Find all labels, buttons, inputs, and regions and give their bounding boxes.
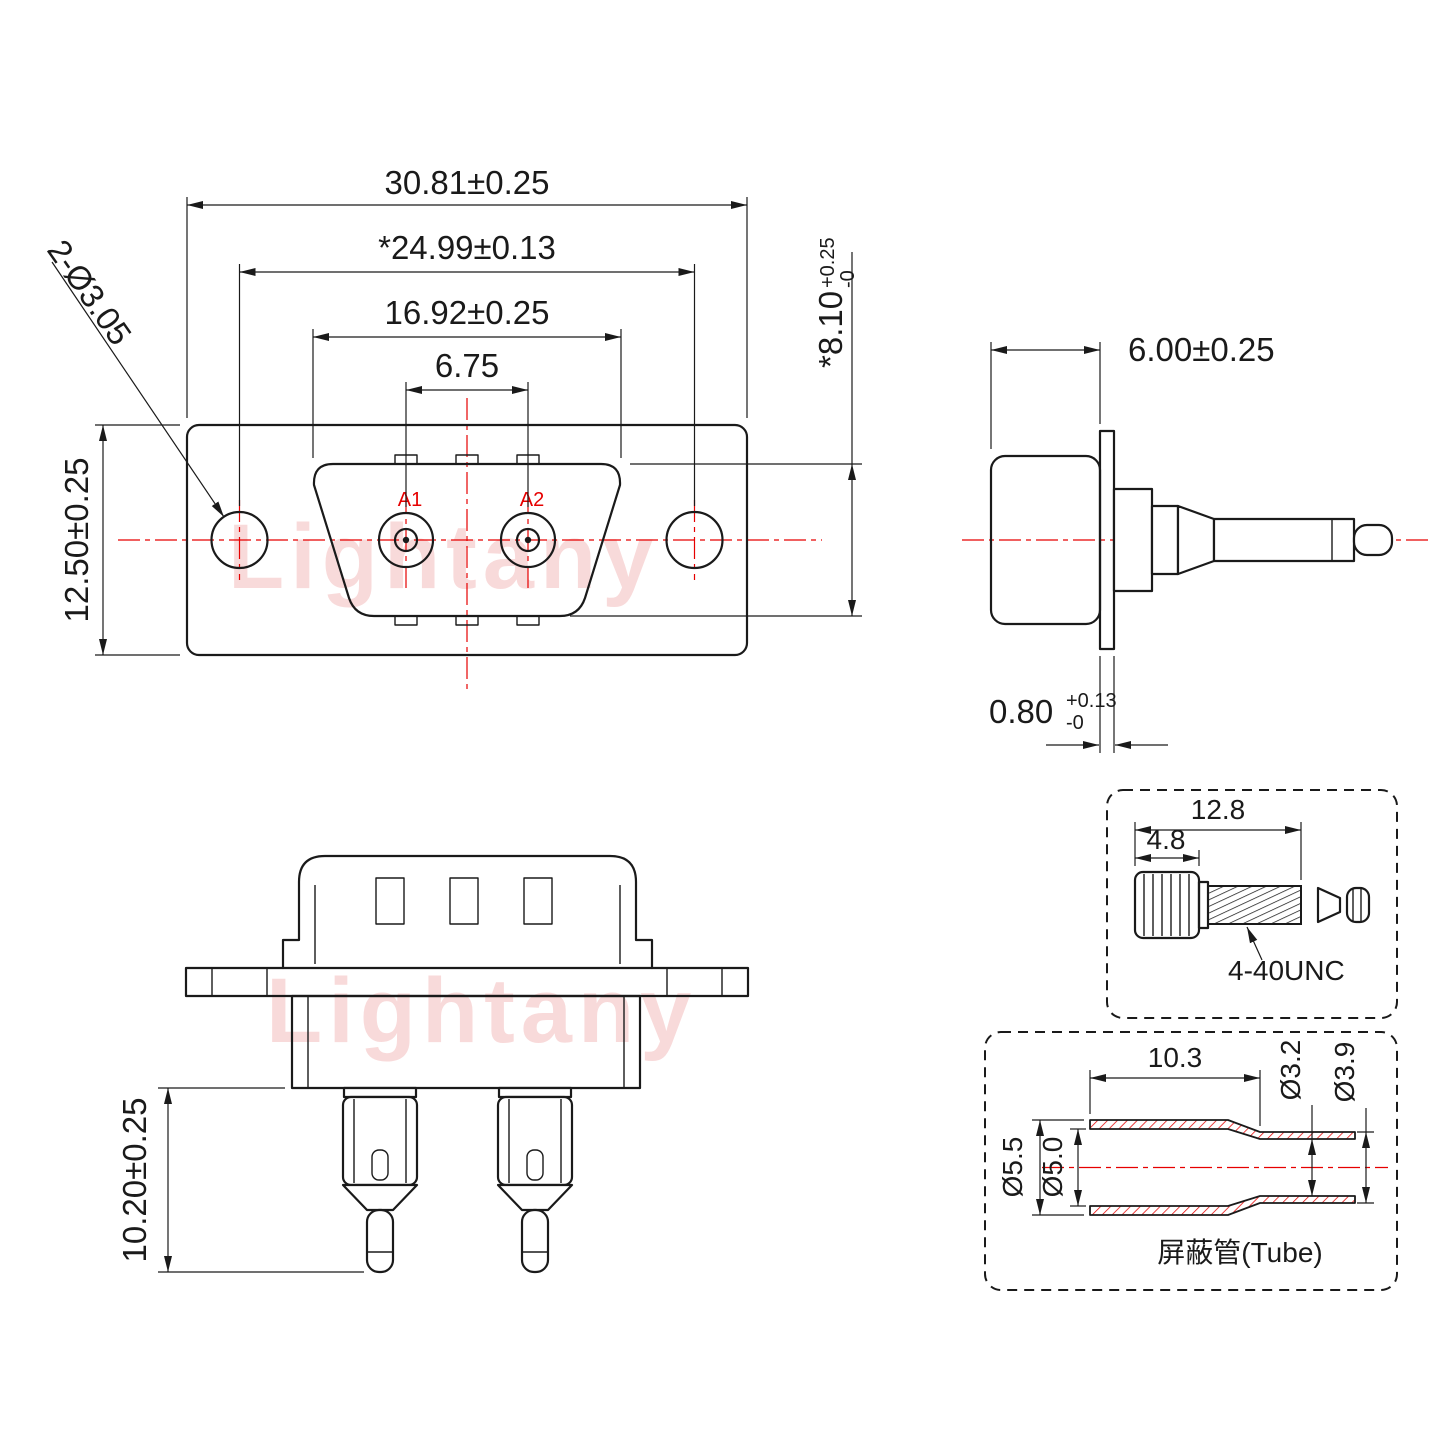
dim-depth: 6.00±0.25 xyxy=(990,331,1275,449)
tube-wall-bottom xyxy=(1089,1195,1356,1216)
dim-tube-inner-small: Ø3.2 xyxy=(1275,1040,1316,1196)
dim-plate-height: 12.50±0.25 xyxy=(58,424,180,656)
dim-mount-spacing: *24.99±0.13 xyxy=(238,229,696,506)
dim-shell-height: *8.10 +0.25 -0 xyxy=(570,237,862,617)
thread-spec-text: 4-40UNC xyxy=(1228,955,1345,986)
dim-overall-width: 30.81±0.25 xyxy=(186,164,748,418)
dim-shell-width: 16.92±0.25 xyxy=(312,294,622,458)
screw-head-knurl xyxy=(1143,874,1190,936)
dim-tube-inner-large: Ø5.0 xyxy=(1037,1128,1086,1207)
dim-text-shell-height: *8.10 xyxy=(812,291,849,368)
mounting-plate-outline xyxy=(185,423,749,657)
coax-contact-a1 xyxy=(377,511,435,569)
dim-text-shell-height-tol-lower: -0 xyxy=(837,270,859,288)
thread-spec-callout: 4-40UNC xyxy=(1228,926,1345,986)
screw-detail-box: 12.8 4.8 4-40UNC xyxy=(1106,789,1398,1019)
watermark-text: Lightany xyxy=(228,506,659,608)
dim-text-screw-head-length: 4.8 xyxy=(1147,824,1186,855)
watermark-text: Lightany xyxy=(266,960,697,1062)
pin-label-a2: A2 xyxy=(520,489,544,511)
dim-text-depth: 6.00±0.25 xyxy=(1128,331,1275,368)
dim-text-pin-spacing: 6.75 xyxy=(435,347,499,384)
screw-detail-border xyxy=(1106,789,1398,1019)
rear-view: 10.20±0.25 xyxy=(116,854,750,1274)
dim-solder-cup-height: 10.20±0.25 xyxy=(116,1087,364,1273)
tube-wall-top xyxy=(1089,1119,1356,1140)
side-barrel xyxy=(1212,517,1356,563)
dim-text-tube-inner-large: Ø5.0 xyxy=(1037,1137,1068,1198)
dim-tube-outer-small: Ø3.9 xyxy=(1329,1042,1374,1204)
side-tip xyxy=(1352,523,1394,557)
dim-text-flange-tol-upper: +0.13 xyxy=(1066,690,1117,712)
rear-hood-outline xyxy=(281,854,654,970)
screw-capsule-part xyxy=(1345,886,1371,924)
tube-label: 屏蔽管(Tube) xyxy=(1157,1237,1322,1268)
dim-text-screw-total-length: 12.8 xyxy=(1191,794,1246,825)
dim-text-tube-length: 10.3 xyxy=(1148,1042,1203,1073)
dim-text-flange-tol-lower: -0 xyxy=(1066,712,1084,734)
dsub-shell-outline xyxy=(312,462,622,618)
dim-text-solder-cup-height: 10.20±0.25 xyxy=(116,1098,153,1263)
rear-hood-slots xyxy=(375,877,553,925)
screw-cone-part xyxy=(1316,886,1342,924)
screw-thread xyxy=(1207,885,1302,925)
dim-text-flange-thickness: 0.80 xyxy=(989,693,1053,730)
dim-text-plate-height: 12.50±0.25 xyxy=(58,458,95,623)
dim-tube-length: 10.3 xyxy=(1089,1042,1261,1126)
dim-text-tube-outer-large: Ø5.5 xyxy=(997,1137,1028,1198)
solder-cup-contact xyxy=(341,1086,419,1274)
dim-text-tube-outer-small: Ø3.9 xyxy=(1329,1042,1360,1103)
dim-text-tube-inner-small: Ø3.2 xyxy=(1275,1040,1306,1101)
screw-washer xyxy=(1197,880,1210,930)
solder-cup-contact xyxy=(496,1086,574,1274)
side-step xyxy=(1150,504,1180,576)
side-view: 6.00±0.25 0.80 +0.13 -0 xyxy=(962,331,1428,753)
dim-text-shell-height-tol-upper: +0.25 xyxy=(817,237,839,288)
dim-screw-head-length: 4.8 xyxy=(1135,824,1200,866)
dim-text-mount-spacing: *24.99±0.13 xyxy=(378,229,556,266)
dim-tube-outer-large: Ø5.5 xyxy=(997,1119,1084,1216)
dim-screw-total-length: 12.8 xyxy=(1134,794,1302,880)
rear-insert-body xyxy=(290,994,642,1090)
dim-text-shell-width: 16.92±0.25 xyxy=(385,294,550,331)
front-centerlines xyxy=(118,398,822,692)
side-taper xyxy=(1176,504,1216,576)
front-view: A1 A2 30.81±0.25 *24.99±0.13 16.92±0.25 xyxy=(40,164,862,692)
dim-flange-thickness: 0.80 +0.13 -0 xyxy=(989,656,1168,753)
watermark-layer: Lightany Lightany xyxy=(228,506,697,1062)
mounting-hole-right xyxy=(665,510,724,570)
mounting-hole-left xyxy=(210,510,269,570)
coax-contact-a2 xyxy=(499,511,557,569)
dim-text-mount-holes: 2-Ø3.05 xyxy=(40,233,139,352)
rear-flange-hole-edges xyxy=(211,968,723,996)
dim-text-overall-width: 30.81±0.25 xyxy=(385,164,550,201)
tube-detail-border xyxy=(984,1031,1398,1291)
pin-label-a1: A1 xyxy=(398,489,422,511)
side-insulator-block xyxy=(1112,487,1154,593)
tube-detail-box: 10.3 Ø5.5 Ø5.0 Ø3.2 Ø3.9 xyxy=(984,1031,1398,1291)
dim-pin-spacing: 6.75 xyxy=(405,347,529,507)
